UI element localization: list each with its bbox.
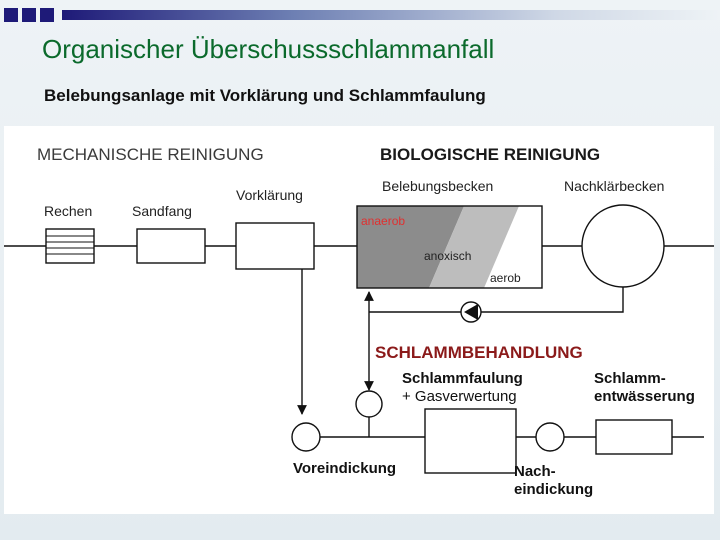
decor-gradient-bar — [62, 10, 720, 20]
label-gasverwertung: + Gasverwertung — [402, 388, 517, 405]
decor-square — [40, 8, 54, 22]
return-sludge-line — [369, 287, 624, 313]
zone-anoxisch-label: anoxisch — [424, 249, 471, 263]
label-nach-line2: eindickung — [514, 481, 593, 498]
rechen-unit — [45, 228, 95, 264]
schlammentwaesserung-unit — [595, 419, 673, 455]
pump-icon — [460, 301, 482, 323]
vorklaerung-unit — [235, 222, 315, 270]
slide-subtitle: Belebungsanlage mit Vorklärung und Schla… — [44, 86, 486, 105]
label-voreindickung: Voreindickung — [293, 460, 396, 477]
section-mechanical: MECHANISCHE REINIGUNG — [37, 145, 264, 164]
belebungsbecken-unit: anaerob anoxisch aerob — [356, 205, 543, 289]
label-vorklaerung: Vorklärung — [236, 187, 303, 203]
label-belebungsbecken: Belebungsbecken — [382, 178, 493, 194]
process-diagram: MECHANISCHE REINIGUNG BIOLOGISCHE REINIG… — [4, 145, 714, 498]
label-schlamm-line2: entwässerung — [594, 388, 695, 405]
sandfang-unit — [136, 228, 206, 264]
diagram-panel: MECHANISCHE REINIGUNG BIOLOGISCHE REINIG… — [4, 126, 714, 514]
section-sludge: SCHLAMMBEHANDLUNG — [375, 343, 583, 362]
schlammfaulung-unit — [424, 408, 517, 474]
title-decoration-bar — [0, 8, 720, 24]
sludge-feed-circle — [355, 390, 383, 418]
label-schlamm-line1: Schlamm- — [594, 370, 666, 387]
label-sandfang: Sandfang — [132, 203, 192, 219]
label-nach-line1: Nach- — [514, 463, 556, 480]
voreindickung-unit — [291, 422, 321, 452]
nacheindickung-unit — [535, 422, 565, 452]
zone-anaerob — [357, 206, 464, 288]
section-biological: BIOLOGISCHE REINIGUNG — [380, 145, 600, 164]
decor-square — [22, 8, 36, 22]
label-nachklaerbecken: Nachklärbecken — [564, 178, 664, 194]
zone-aerob-label: aerob — [490, 271, 521, 285]
slide-title: Organischer Überschussschlammanfall — [42, 34, 495, 64]
decor-square — [4, 8, 18, 22]
zone-anoxisch — [429, 206, 519, 288]
label-schlammfaulung: Schlammfaulung — [402, 370, 523, 387]
label-rechen: Rechen — [44, 203, 92, 219]
zone-anaerob-label: anaerob — [361, 214, 405, 228]
nachklaerbecken-unit — [581, 204, 665, 288]
